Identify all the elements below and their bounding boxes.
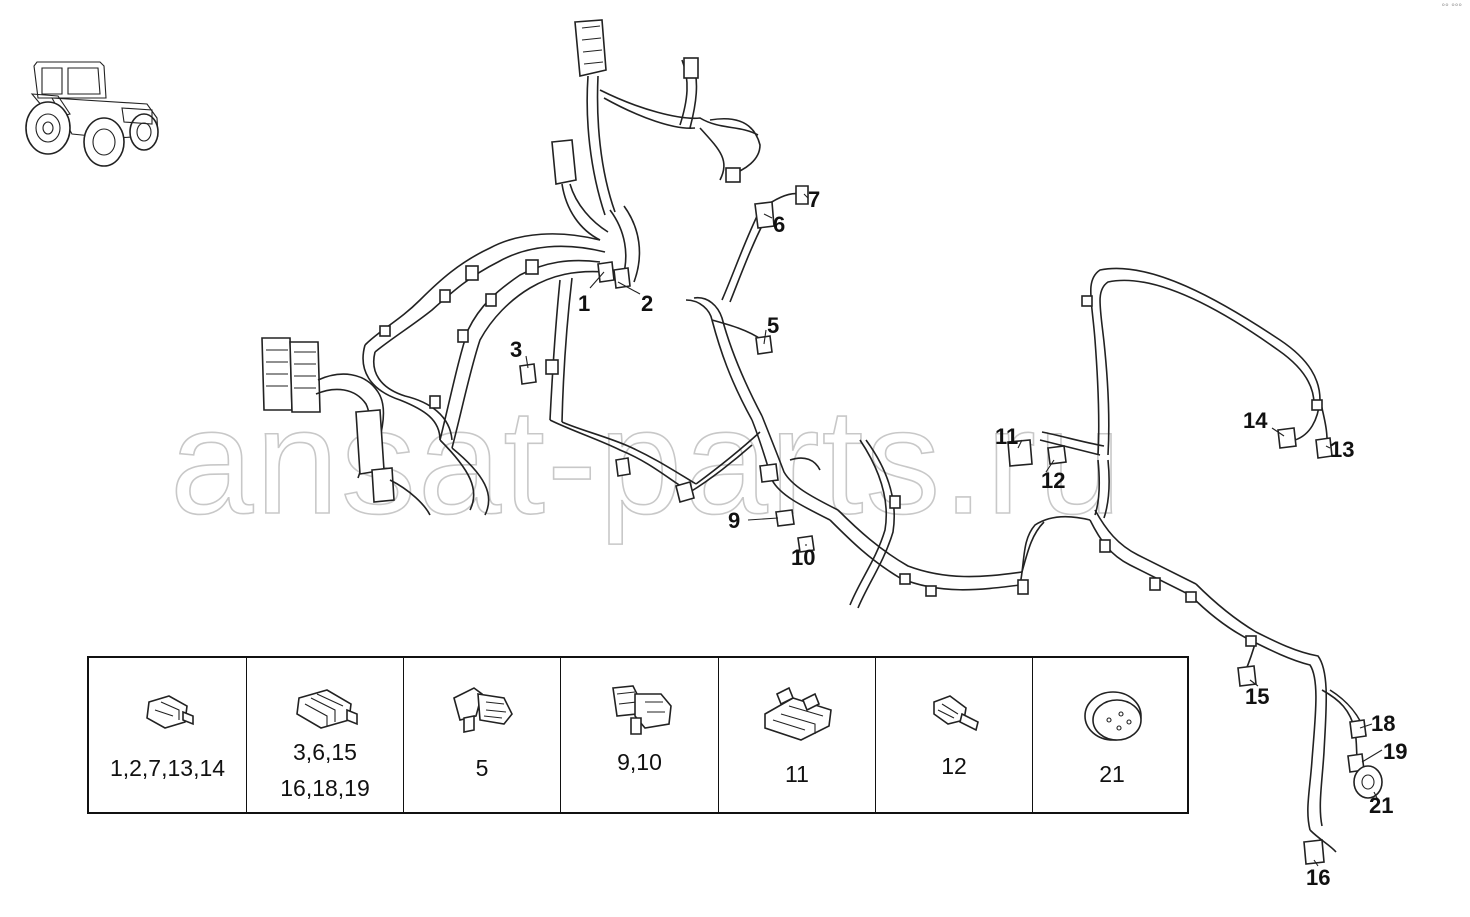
- callout-labels: 1 2 3 5 6 7 9 10 11 12 13 14 15 16 18 19…: [510, 187, 1407, 890]
- legend-label: 11: [785, 761, 809, 787]
- leader-lines: [525, 193, 1383, 867]
- callout-7: 7: [808, 187, 820, 212]
- round-sensor-icon: [1084, 691, 1142, 741]
- legend-label: 5: [475, 755, 489, 781]
- legend-cell: 11: [719, 658, 876, 812]
- legend-label: 9,10: [617, 749, 662, 775]
- callout-12: 12: [1041, 468, 1065, 493]
- legend-cell: 21: [1033, 658, 1191, 812]
- legend-cell: 12: [876, 658, 1033, 812]
- tractor-icon: [25, 61, 159, 167]
- harness-lines: [261, 19, 1383, 865]
- callout-9: 9: [728, 508, 740, 533]
- angled-plug-icon: [453, 687, 513, 733]
- callout-18: 18: [1371, 711, 1395, 736]
- callout-11: 11: [995, 424, 1018, 449]
- callout-2: 2: [641, 291, 653, 316]
- callout-14: 14: [1243, 408, 1268, 433]
- legend-label: 1,2,7,13,14: [109, 755, 226, 781]
- callout-21: 21: [1369, 793, 1393, 818]
- flat-2pin-connector-icon: [146, 695, 194, 729]
- callout-3: 3: [510, 337, 522, 362]
- legend-label: 21: [1099, 761, 1125, 787]
- callout-19: 19: [1383, 739, 1407, 764]
- watermark: ansat-parts.ru: [170, 377, 1123, 545]
- socket-plug-icon: [612, 685, 672, 735]
- callout-5: 5: [767, 313, 779, 338]
- small-connector-icon: [933, 695, 979, 732]
- callout-10: 10: [791, 545, 815, 570]
- double-connector-icon: [296, 689, 358, 729]
- connector-legend-table: 1,2,7,13,14 3,6,15 16,18,19 5 9,10: [87, 656, 1189, 814]
- legend-cell: 3,6,15 16,18,19: [247, 658, 404, 812]
- legend-cell: 1,2,7,13,14: [89, 658, 247, 812]
- callout-15: 15: [1245, 684, 1269, 709]
- callout-1: 1: [578, 291, 590, 316]
- callout-16: 16: [1306, 865, 1330, 890]
- legend-cell: 9,10: [561, 658, 719, 812]
- corner-mark: °° °°°: [1441, 2, 1463, 12]
- legend-label: 3,6,15: [293, 739, 357, 765]
- legend-label: 16,18,19: [280, 775, 370, 801]
- callout-13: 13: [1330, 437, 1354, 462]
- wide-multi-pin-connector-icon: [764, 686, 832, 741]
- callout-6: 6: [773, 212, 785, 237]
- legend-cell: 5: [404, 658, 561, 812]
- legend-label: 12: [941, 753, 967, 779]
